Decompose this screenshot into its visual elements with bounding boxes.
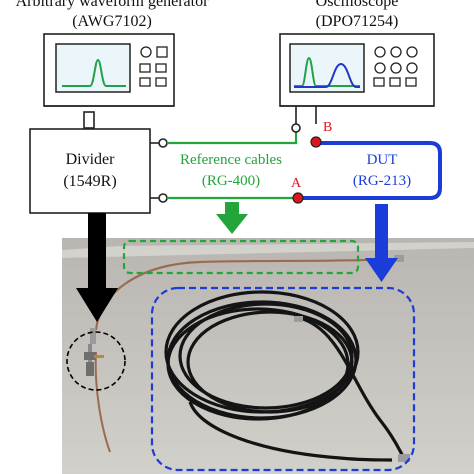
blue-arrow — [365, 204, 398, 282]
reference-model: (RG-400) — [201, 173, 261, 189]
dut-cable-coil — [164, 290, 406, 462]
divider-model: (1549R) — [63, 173, 117, 190]
awg-trace — [62, 58, 126, 87]
awg-instrument — [43, 33, 175, 129]
cable-photo — [62, 238, 474, 474]
reference-cable-path — [167, 132, 298, 200]
awg-screen — [55, 43, 131, 93]
divider-output-connectors — [150, 138, 168, 203]
dut-model: (RG-213) — [352, 173, 412, 189]
divider-name: Divider — [65, 151, 115, 168]
scope-knobs — [373, 46, 418, 87]
dut-cable-path — [300, 141, 442, 200]
dut-label: DUT — [366, 152, 398, 168]
black-arrow — [76, 213, 118, 322]
scope-model: (DPO71254) — [315, 13, 399, 30]
port-a-label: A — [291, 176, 302, 191]
awg-title: Arbitrary waveform generator — [15, 0, 209, 10]
oscilloscope-instrument — [279, 33, 435, 107]
green-arrow — [216, 202, 248, 234]
awg-model: (AWG7102) — [72, 13, 152, 30]
scope-input-connectors — [291, 106, 317, 133]
reference-label: Reference cables — [179, 152, 282, 168]
adapter-connector — [84, 328, 104, 376]
scope-trace-reference — [294, 56, 360, 87]
scope-trace-dut — [294, 62, 360, 88]
port-b-label: B — [323, 120, 333, 135]
divider-box — [29, 128, 151, 214]
port-a-marker — [292, 192, 304, 204]
dut-cable-highlight — [150, 286, 416, 472]
reference-cable-highlight — [122, 239, 360, 275]
awg-output-port — [83, 111, 95, 129]
awg-knobs — [139, 46, 168, 87]
adapter-highlight — [66, 331, 126, 391]
scope-title: Oscilloscope — [315, 0, 399, 10]
port-b-marker — [310, 136, 322, 148]
